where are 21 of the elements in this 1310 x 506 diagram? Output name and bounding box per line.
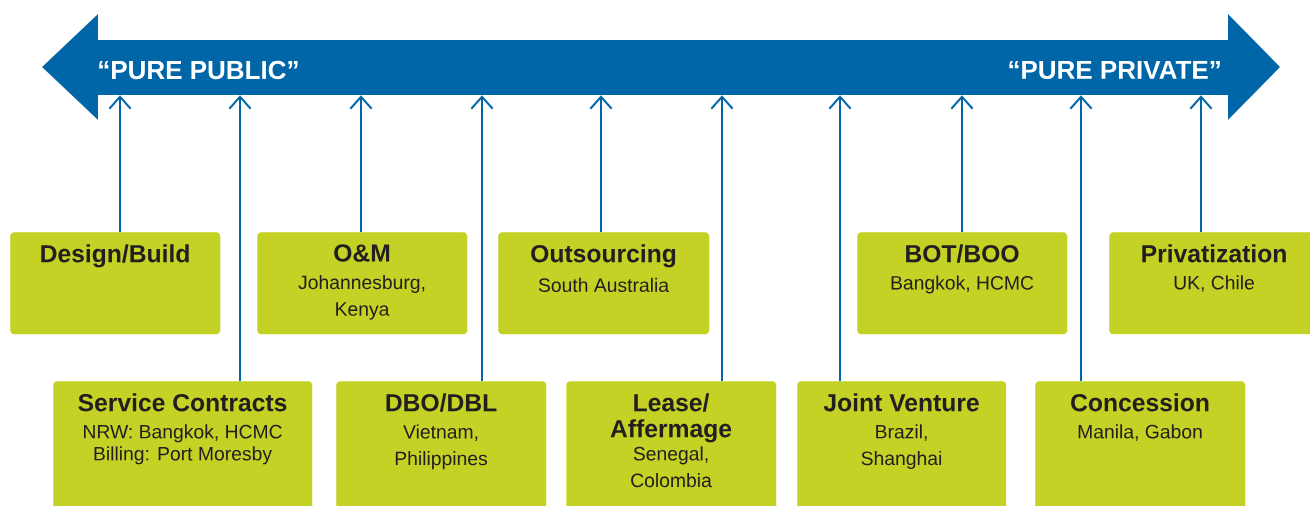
arrow (828, 95, 852, 382)
label-box: Outsourcing South Australia (498, 232, 710, 335)
arrow (710, 95, 734, 382)
arrow (349, 95, 373, 233)
arrow (589, 95, 613, 233)
label-box: Privatization UK, Chile (1109, 232, 1310, 335)
label-box: O&M Johannesburg, Kenya (257, 232, 468, 335)
label-box: Lease/ Affermage Senegal, Colombia (566, 381, 777, 506)
label-box: DBO/DBL Vietnam, Philippines (336, 381, 547, 506)
arrow (108, 95, 132, 233)
arrow (1069, 95, 1093, 382)
arrow (228, 95, 252, 382)
arrow (1189, 95, 1213, 233)
arrow (470, 95, 494, 382)
label-box: Concession Manila, Gabon (1035, 381, 1246, 506)
label-box: Service Contracts NRW: Bangkok, HCMC Billing: Port Moresby (53, 381, 313, 506)
label-box: Design/Build (10, 232, 221, 335)
arrow (950, 95, 974, 233)
label-box: Joint Venture Brazil, Shanghai (797, 381, 1007, 506)
label-box: BOT/BOO Bangkok, HCMC (857, 232, 1068, 335)
double-arrow-band: “PURE PUBLIC” “PURE PRIVATE” (42, 14, 1280, 120)
